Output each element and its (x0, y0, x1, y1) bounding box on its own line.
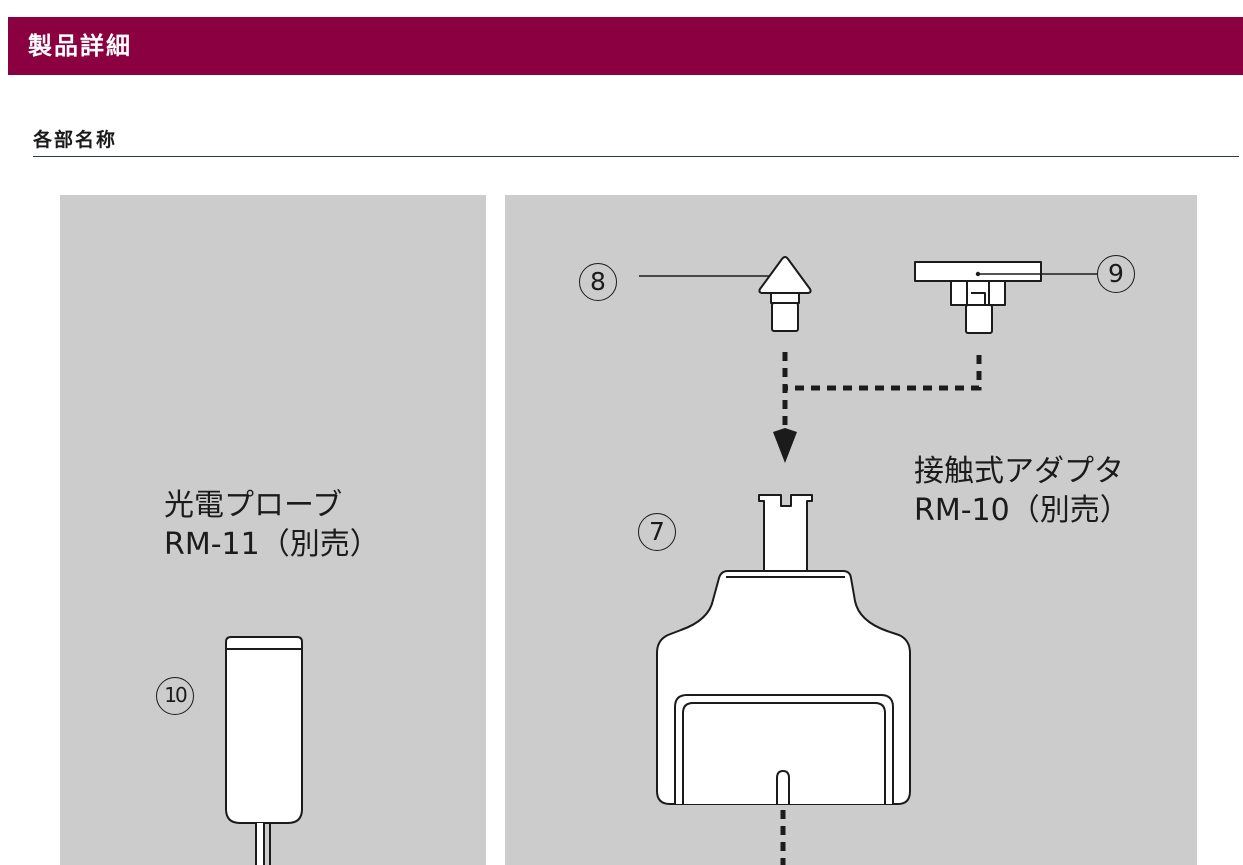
adapter-body (656, 570, 911, 805)
page-title: 製品詳細 (28, 32, 132, 60)
cone-tip-part (758, 256, 812, 332)
photo-probe-cable-outline (255, 823, 265, 865)
attach-guide-dashes (782, 352, 982, 430)
photo-probe-body (225, 636, 303, 824)
photo-probe-panel: 光電プローブ RM-11（別売） 10 (60, 195, 486, 865)
part-number-8: 8 (579, 263, 617, 301)
photo-probe-caption-model: RM-11（別売） (164, 527, 380, 562)
part-number-10: 10 (156, 677, 194, 715)
section-divider (33, 156, 1239, 157)
contact-adapter-caption-name: 接触式アダプタ (914, 454, 1124, 489)
photo-probe-illustration (225, 636, 303, 865)
part-number-7: 7 (638, 513, 676, 551)
section-title: 各部名称 (33, 129, 118, 151)
photo-probe-caption-name: 光電プローブ (164, 488, 343, 523)
part-number-9: 9 (1097, 255, 1135, 293)
adapter-shaft (758, 494, 813, 572)
contact-adapter-panel: 接触式アダプタ RM-10（別売） (505, 195, 1197, 865)
wheel-tip-part (914, 261, 1042, 334)
contact-adapter-caption-model: RM-10（別売） (914, 493, 1130, 528)
header-bar: 製品詳細 (8, 17, 1243, 75)
attach-arrow-head (773, 428, 797, 463)
contact-adapter-illustration (639, 256, 1097, 865)
wheel-tip-leader-dot (975, 271, 981, 277)
